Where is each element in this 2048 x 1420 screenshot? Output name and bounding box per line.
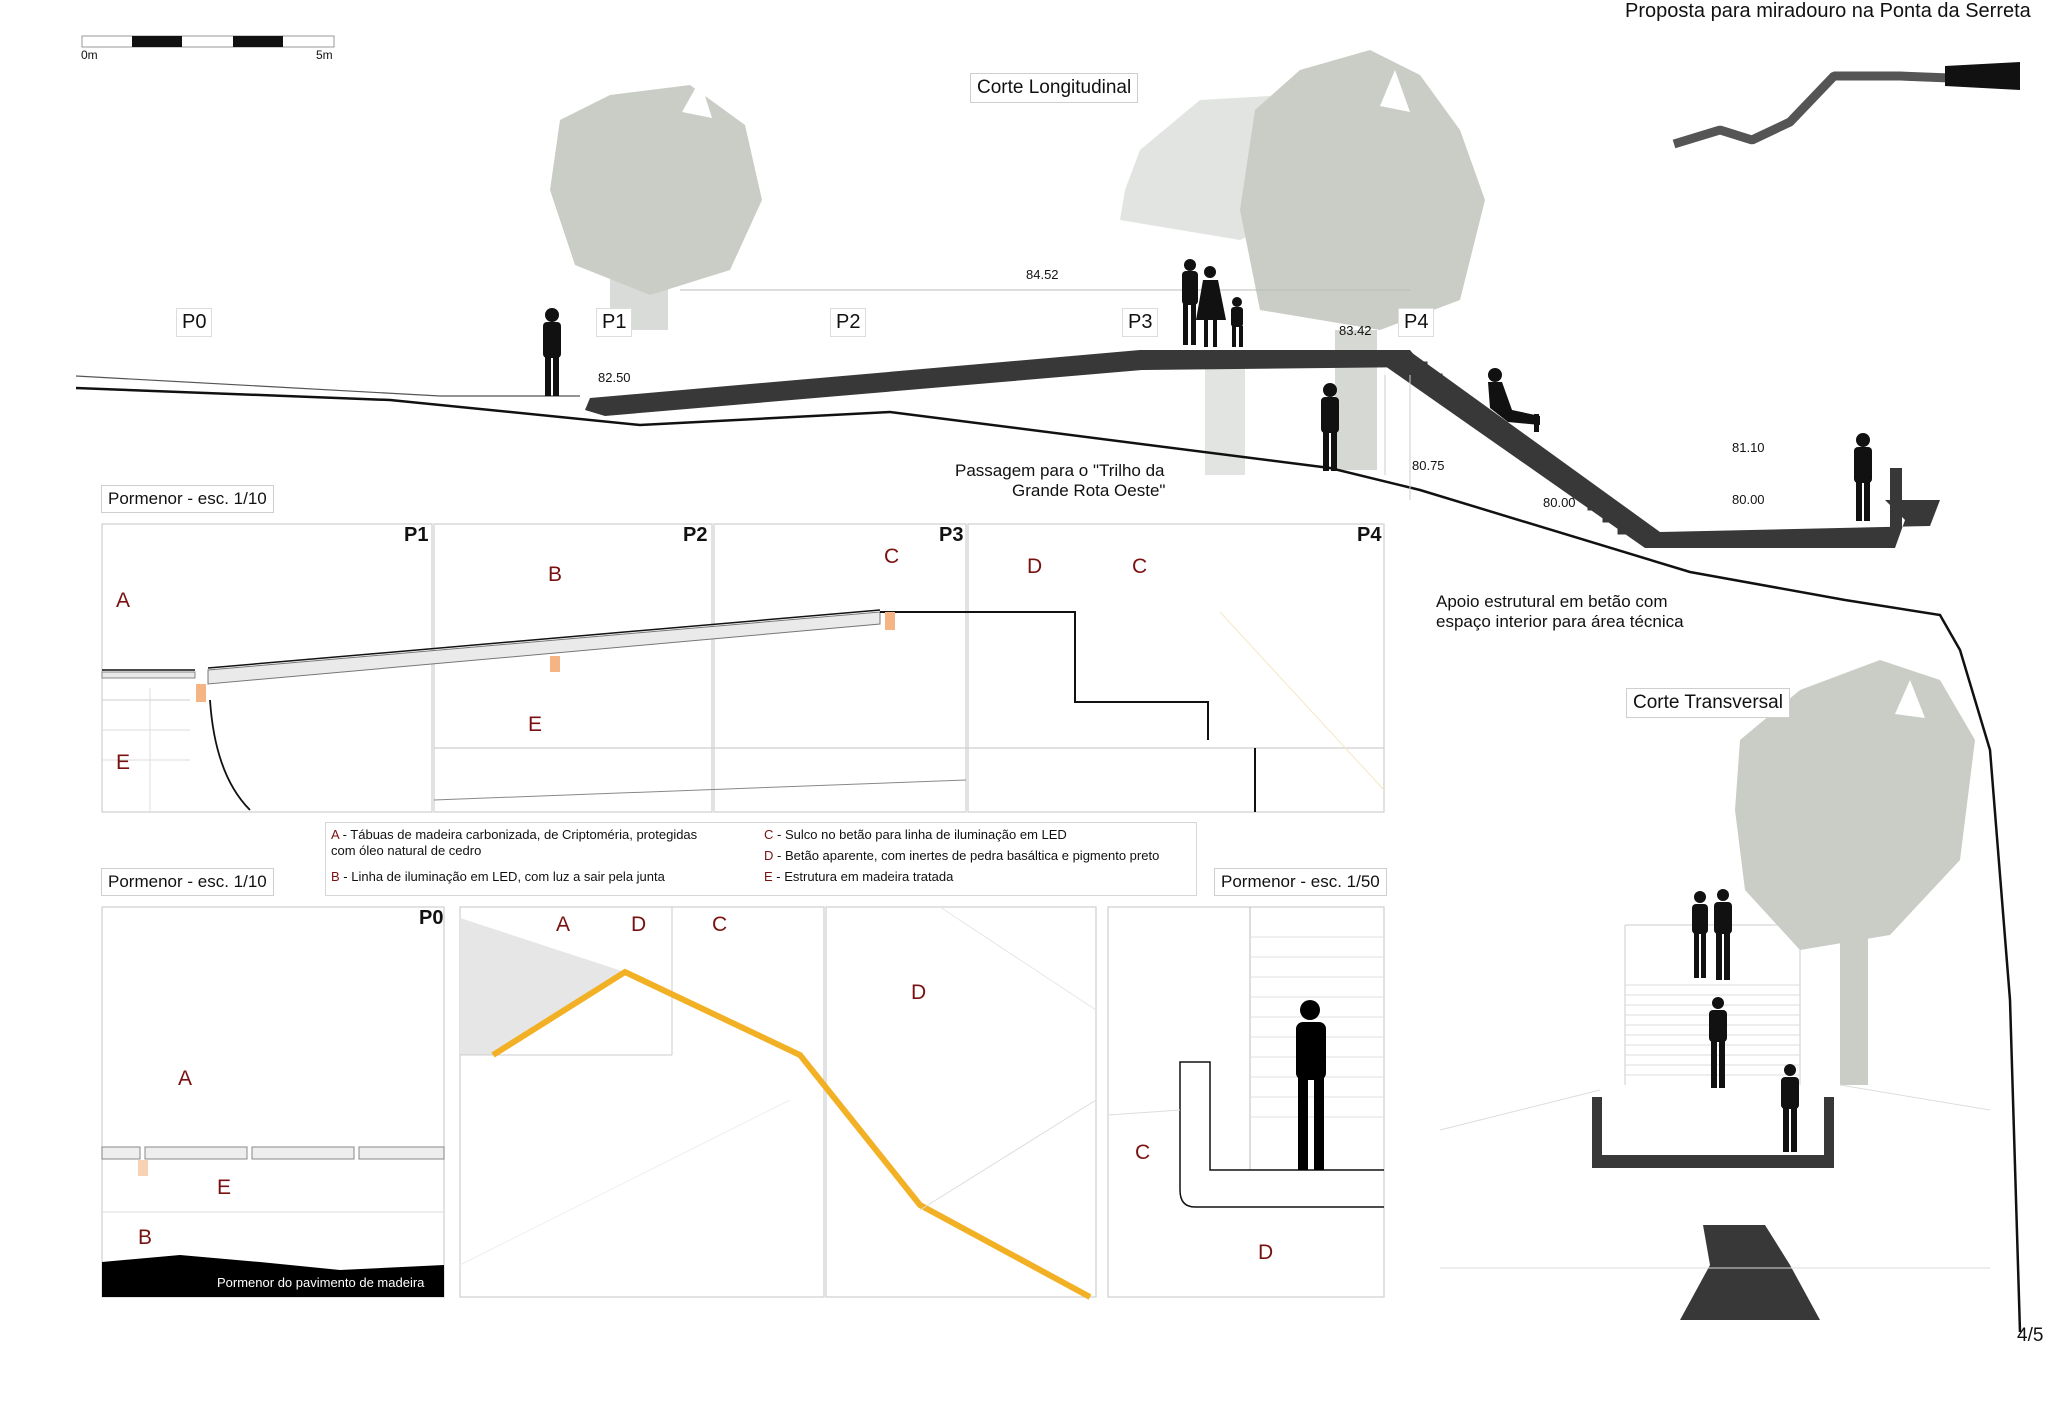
- legend-key-a: A: [331, 827, 339, 842]
- detail-top-letter-a: A: [116, 589, 131, 612]
- legend-text-a-line2: com óleo natural de cedro: [331, 843, 482, 858]
- detail-p0-caption: Pormenor do pavimento de madeira: [217, 1275, 425, 1290]
- point-p4: P4: [1398, 308, 1435, 337]
- detail-p0-letter-b: B: [138, 1226, 153, 1249]
- bridge-slab: [585, 350, 1940, 548]
- scale-end-label: 5m: [316, 48, 333, 62]
- detail-panel-p2: P2: [683, 524, 708, 546]
- legend-item-b: B - Linha de iluminação em LED, com luz …: [331, 869, 665, 885]
- detail-right-letter-d: D: [1258, 1241, 1274, 1264]
- detail-right-letter-c: C: [1135, 1141, 1151, 1164]
- detail-panel-p1: P1: [404, 524, 429, 546]
- detail-top-letter-e: E: [528, 713, 543, 736]
- sheet-title: Proposta para miradouro na Ponta da Serr…: [1625, 0, 2031, 22]
- detail-p0-title: Pormenor - esc. 1/10: [101, 868, 274, 896]
- detail-p0-letter-e: E: [217, 1176, 232, 1199]
- scale-start-label: 0m: [81, 48, 98, 62]
- point-p1: P1: [596, 308, 633, 337]
- level-80-00-left: 80.00: [1543, 495, 1576, 510]
- detail-panel-p3: P3: [939, 524, 964, 546]
- detail-bottom-frames: [101, 906, 1385, 1298]
- legend-key-e: E: [764, 869, 773, 884]
- legend-key-b: B: [331, 869, 340, 884]
- legend-item-d: D - Betão aparente, com inertes de pedra…: [764, 848, 1159, 864]
- detail-mid-letter-d2: D: [911, 981, 927, 1004]
- level-84-52: 84.52: [1026, 267, 1059, 282]
- level-80-00-right: 80.00: [1732, 492, 1765, 507]
- legend-item-c: C - Sulco no betão para linha de ilumina…: [764, 827, 1067, 843]
- level-83-42: 83.42: [1339, 323, 1372, 338]
- legend-text-c: - Sulco no betão para linha de iluminaçã…: [777, 827, 1067, 842]
- detail-top-letter-d: D: [1027, 555, 1043, 578]
- detail-mid-letter-c: C: [712, 913, 728, 936]
- page-number: 4/5: [2017, 1325, 2044, 1346]
- detail-mid-letter-d1: D: [631, 913, 647, 936]
- point-p2: P2: [830, 308, 867, 337]
- transversal-figures: [1692, 889, 1799, 1152]
- detail-top-content: [101, 609, 1385, 812]
- scale-bar: [81, 35, 335, 48]
- detail-top-letter-b: B: [548, 563, 563, 586]
- tree-transversal: [1735, 660, 1975, 1085]
- detail-top-letter-c1: C: [884, 545, 900, 568]
- detail-top-title: Pormenor - esc. 1/10: [101, 485, 274, 513]
- longitudinal-title: Corte Longitudinal: [970, 73, 1139, 103]
- point-p3: P3: [1122, 308, 1159, 337]
- detail-top-frame: [101, 523, 1385, 813]
- support-note-line1: Apoio estrutural em betão com: [1436, 592, 1668, 611]
- support-note-line2: espaço interior para área técnica: [1436, 612, 1684, 631]
- legend-text-a: - Tábuas de madeira carbonizada, de Crip…: [342, 827, 698, 842]
- legend-text-e: - Estrutura em madeira tratada: [776, 869, 954, 884]
- legend-key-d: D: [764, 848, 774, 863]
- passage-note-line1: Passagem para o "Trilho da: [955, 461, 1165, 480]
- legend-key-c: C: [764, 827, 774, 842]
- detail-right-content: [1107, 907, 1384, 1208]
- level-80-75: 80.75: [1412, 458, 1445, 473]
- legend-item-a: A - Tábuas de madeira carbonizada, de Cr…: [331, 827, 697, 843]
- detail-panel-p4: P4: [1357, 524, 1382, 546]
- detail-p0-content: [101, 1146, 445, 1297]
- legend-text-d: - Betão aparente, com inertes de pedra b…: [777, 848, 1160, 863]
- point-p0: P0: [176, 308, 213, 337]
- level-82-50: 82.50: [598, 370, 631, 385]
- detail-middle-content: [459, 906, 1097, 1300]
- transversal-structure: [1439, 924, 1991, 1320]
- transversal-title: Corte Transversal: [1626, 688, 1790, 718]
- materials-legend: A - Tábuas de madeira carbonizada, de Cr…: [325, 822, 1197, 896]
- person-figures: [543, 259, 1872, 521]
- detail-panel-p0: P0: [419, 907, 444, 929]
- legend-item-e: E - Estrutura em madeira tratada: [764, 869, 953, 885]
- legend-text-b: - Linha de iluminação em LED, com luz a …: [343, 869, 665, 884]
- terrain-line: [75, 289, 2022, 1333]
- passage-note-line2: Grande Rota Oeste": [1012, 481, 1166, 500]
- detail-right-title: Pormenor - esc. 1/50: [1214, 868, 1387, 896]
- key-plan: [1672, 62, 2020, 149]
- tree-left: [550, 80, 762, 330]
- detail-mid-letter-a: A: [556, 913, 571, 936]
- detail-p0-letter-a: A: [178, 1067, 193, 1090]
- detail-top-letter-e-left: E: [116, 751, 131, 774]
- detail-top-letter-c2: C: [1132, 555, 1148, 578]
- level-81-10: 81.10: [1732, 440, 1765, 455]
